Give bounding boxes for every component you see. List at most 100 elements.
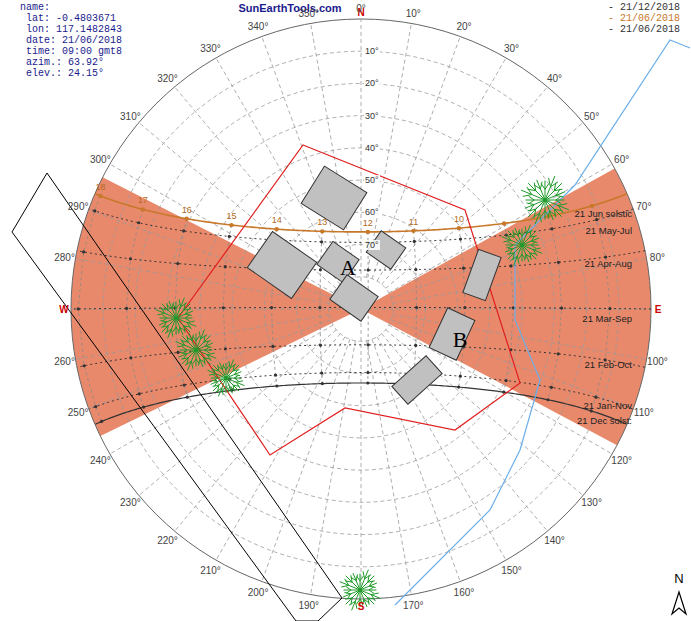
azimuth-label: 120° [611, 454, 632, 465]
building [317, 241, 359, 282]
tree-branch [167, 301, 176, 318]
hour-dot [457, 385, 460, 388]
tree-branch [522, 230, 537, 245]
building [330, 275, 378, 321]
hour-dot [319, 268, 322, 271]
compass-letter: W [59, 304, 68, 315]
hour-label: 16 [182, 205, 192, 215]
tree-branch [196, 335, 211, 350]
hour-label: 15 [226, 211, 236, 221]
site-boundary [178, 145, 520, 455]
tree-branch [218, 363, 226, 378]
header-field: time: 09:00 gmt8 [26, 46, 122, 57]
tree-branch [525, 200, 545, 211]
tree-branch [187, 333, 196, 350]
buildings [247, 166, 501, 404]
hour-dot [141, 207, 145, 211]
hour-dot [590, 204, 594, 208]
azimuth-spoke [389, 164, 612, 293]
tree-branch [176, 309, 193, 318]
header-field: date: 21/06/2018 [26, 35, 122, 46]
elevation-ring [232, 180, 490, 438]
hour-dot [557, 352, 560, 355]
building-label: B [453, 327, 468, 353]
azimuth-label: 30° [504, 43, 519, 54]
tree-branch [505, 245, 522, 254]
hour-dot [560, 307, 563, 310]
azimuth-label: 220° [157, 534, 178, 545]
tree-branch [545, 176, 558, 200]
road-band [12, 173, 342, 621]
hour-dot [229, 223, 233, 227]
date-line-label: 21 Jan-Nov [583, 400, 632, 411]
building [366, 231, 405, 270]
azimuth-label: 40° [547, 73, 562, 84]
hour-dot [366, 230, 370, 234]
hour-dot [83, 364, 86, 367]
tree-branch [522, 245, 542, 256]
azimuth-spoke [88, 320, 330, 408]
tree-branch [534, 180, 545, 200]
hour-label: 13 [317, 217, 327, 227]
azimuth-label: 310° [120, 110, 141, 121]
hour-dot [457, 226, 461, 230]
hour-dot [550, 386, 553, 389]
hour-dot [228, 235, 231, 238]
hour-dot [595, 218, 598, 221]
road-line [395, 40, 690, 605]
chart-title: SunEarthTools.com [238, 2, 341, 14]
azimuth-label: 50° [584, 110, 599, 121]
date-line-label: 21 May-Jul [586, 225, 632, 236]
header-field: lon: 117.1482843 [26, 24, 122, 35]
hour-dot [129, 356, 132, 359]
tree-branch [513, 228, 522, 245]
hour-dot [94, 405, 97, 408]
hour-dot [186, 396, 189, 399]
hour-dot [125, 307, 128, 310]
header-field: lat: -0.4803671 [26, 13, 116, 24]
tree [156, 298, 197, 339]
azimuth-spoke [110, 325, 333, 454]
azimuth-label: 300° [90, 153, 111, 164]
hour-dot [366, 371, 369, 374]
hour-dot [82, 250, 85, 253]
hour-label: 11 [409, 217, 418, 227]
compass-letter: S [358, 601, 365, 612]
hour-dot [321, 382, 324, 385]
elevation-label: 20° [364, 78, 380, 88]
hour-dot [411, 229, 415, 233]
hour-dot [274, 227, 278, 231]
azimuth-label: 190° [298, 600, 319, 611]
elevation-label: 10° [364, 46, 380, 56]
azimuth-label: 210° [200, 564, 221, 575]
tree-branch [502, 234, 522, 245]
tree-branch [196, 330, 207, 350]
hour-dot [413, 240, 416, 243]
azimuth-spoke [311, 341, 356, 595]
tree-branch [340, 579, 360, 590]
tree-branch [176, 303, 191, 318]
date-line-label: 21 Apr-Aug [584, 258, 632, 269]
hour-dot [557, 261, 560, 264]
tree-branch [211, 378, 226, 386]
azimuth-label: 260° [54, 356, 75, 367]
azimuth-label: 80° [650, 251, 665, 262]
azimuth-label: 140° [544, 534, 565, 545]
hour-dot [505, 379, 508, 382]
hour-dot [275, 384, 278, 387]
building [429, 308, 475, 361]
tree-branch [545, 200, 569, 213]
azimuth-label: 150° [501, 564, 522, 575]
hour-dot [414, 268, 417, 271]
building [247, 231, 316, 298]
tree-branch [343, 590, 360, 599]
compass-letter: E [655, 304, 662, 315]
tree-branch [196, 350, 205, 367]
hour-dot [271, 345, 274, 348]
hour-dot [100, 420, 103, 423]
north-label: N [674, 571, 683, 586]
azimuth-label: 100° [647, 356, 668, 367]
azimuth-spoke [386, 330, 583, 496]
